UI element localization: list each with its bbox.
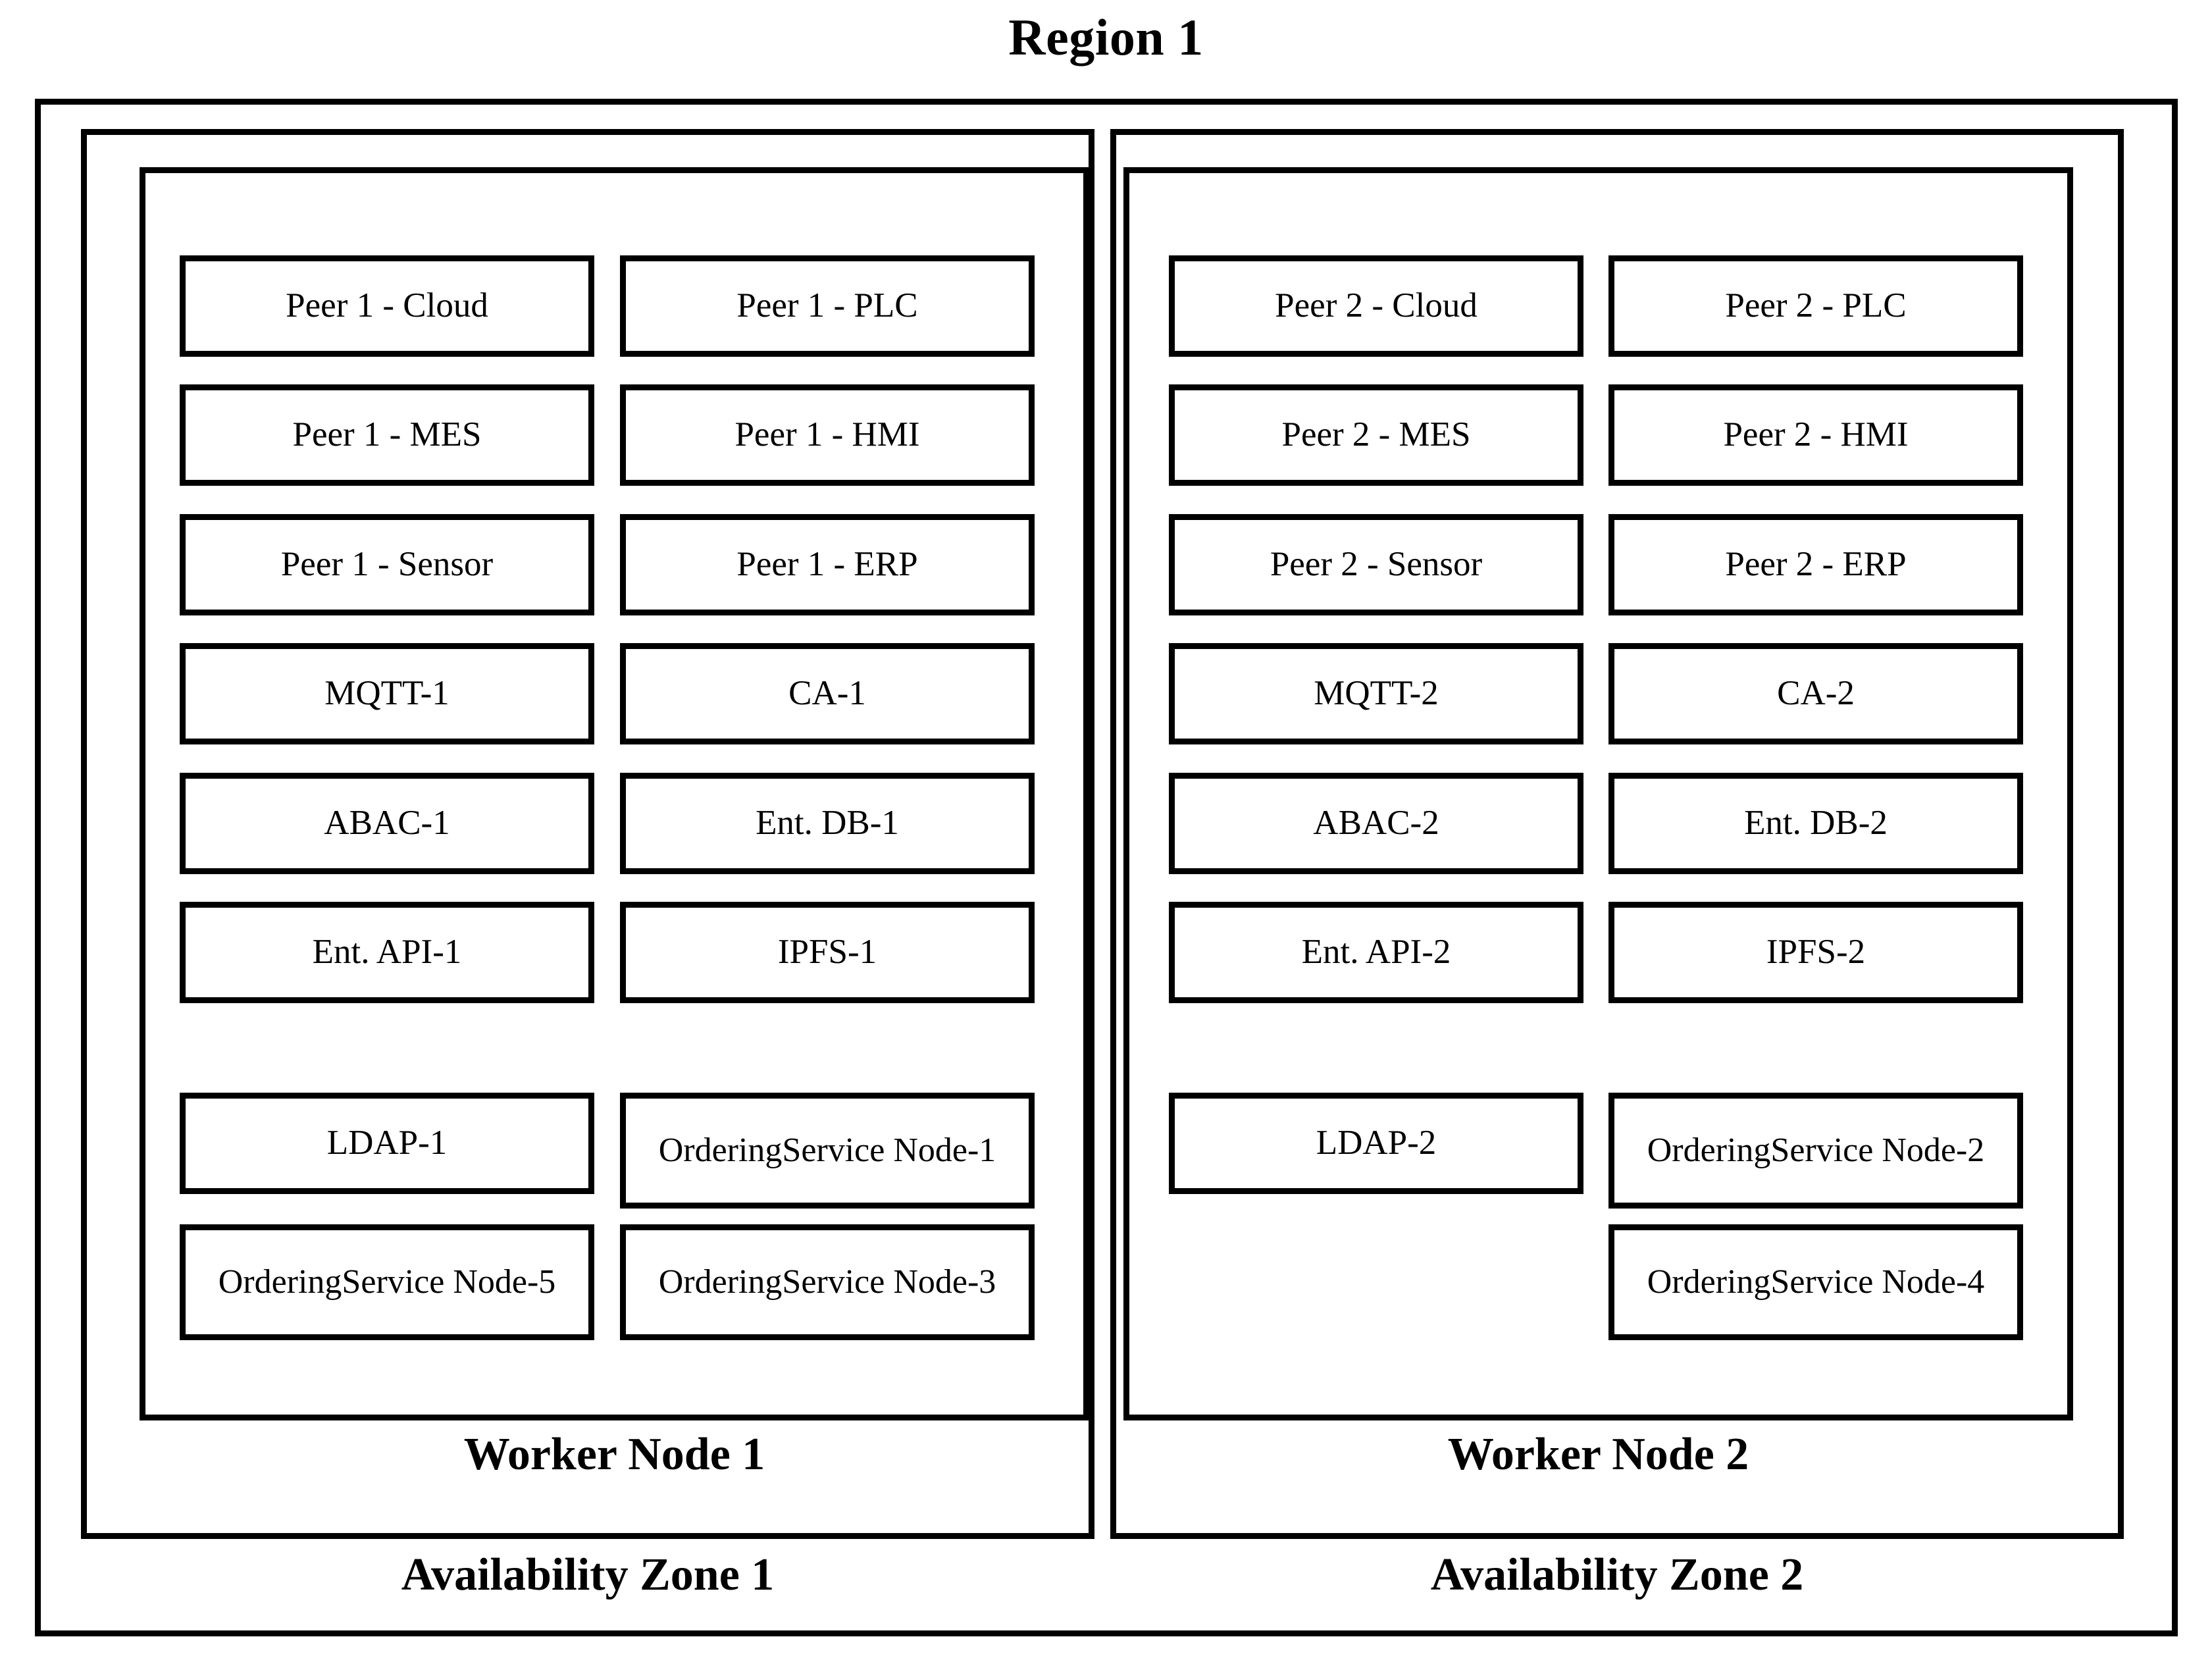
service-box-peer-1-hmi: Peer 1 - HMI	[620, 384, 1035, 486]
region-title: Region 1	[1008, 9, 1204, 66]
service-box-ldap-1: LDAP-1	[180, 1093, 594, 1194]
service-box-peer-1-sensor: Peer 1 - Sensor	[180, 514, 594, 615]
service-box-ent-db-1: Ent. DB-1	[620, 773, 1035, 874]
service-box-ent-api-2: Ent. API-2	[1169, 902, 1583, 1003]
service-box-ca-2: CA-2	[1608, 643, 2023, 744]
service-box-abac-1: ABAC-1	[180, 773, 594, 874]
service-box-peer-1-mes: Peer 1 - MES	[180, 384, 594, 486]
service-box-peer-2-sensor: Peer 2 - Sensor	[1169, 514, 1583, 615]
service-box-line: Ordering	[218, 1263, 342, 1301]
service-box-peer-2-hmi: Peer 2 - HMI	[1608, 384, 2023, 486]
worker-node-2-label: Worker Node 2	[1447, 1429, 1749, 1480]
worker-node-1-label: Worker Node 1	[463, 1429, 765, 1480]
service-box-line: Ordering	[658, 1132, 783, 1170]
service-box-ipfs-1: IPFS-1	[620, 902, 1035, 1003]
service-box-ent-db-2: Ent. DB-2	[1608, 773, 2023, 874]
availability-zone-2-label: Availability Zone 2	[1430, 1549, 1804, 1600]
availability-zone-1-label: Availability Zone 1	[401, 1549, 775, 1600]
service-box-peer-2-cloud: Peer 2 - Cloud	[1169, 255, 1583, 357]
service-box-line: Ordering	[1647, 1263, 1771, 1301]
service-box-ca-1: CA-1	[620, 643, 1035, 744]
service-box-peer-1-plc: Peer 1 - PLC	[620, 255, 1035, 357]
service-box-mqtt-2: MQTT-2	[1169, 643, 1583, 744]
service-box-peer-1-erp: Peer 1 - ERP	[620, 514, 1035, 615]
service-box-ldap-2: LDAP-2	[1169, 1093, 1583, 1194]
service-box-line: Service Node-4	[1770, 1263, 1985, 1301]
service-box-peer-1-cloud: Peer 1 - Cloud	[180, 255, 594, 357]
service-box-abac-2: ABAC-2	[1169, 773, 1583, 874]
service-box-line: Service Node-5	[342, 1263, 556, 1301]
service-box-peer-2-plc: Peer 2 - PLC	[1608, 255, 2023, 357]
service-box-line: Service Node-3	[782, 1263, 996, 1301]
service-box-peer-2-mes: Peer 2 - MES	[1169, 384, 1583, 486]
service-box-line: Service Node-2	[1770, 1132, 1985, 1170]
service-box-line: Ordering	[658, 1263, 783, 1301]
service-box-line: Ordering	[1647, 1132, 1771, 1170]
service-box-line: Service Node-1	[782, 1132, 996, 1170]
service-box-peer-2-erp: Peer 2 - ERP	[1608, 514, 2023, 615]
service-box-mqtt-1: MQTT-1	[180, 643, 594, 744]
service-box-ipfs-2: IPFS-2	[1608, 902, 2023, 1003]
service-box-ent-api-1: Ent. API-1	[180, 902, 594, 1003]
